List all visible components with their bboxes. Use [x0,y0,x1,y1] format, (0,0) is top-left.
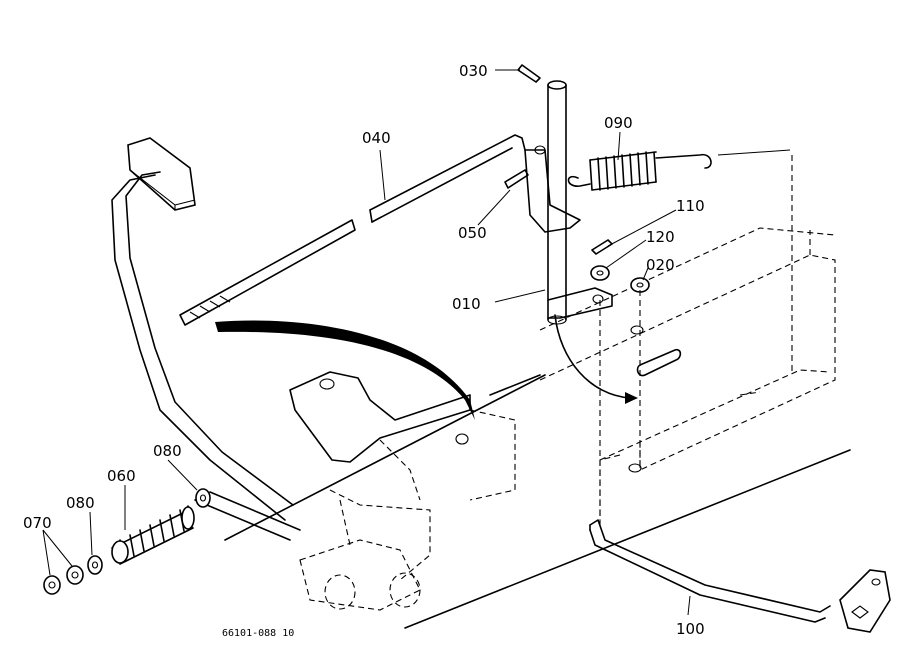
assembly-arrows [215,314,638,420]
part-010-shaft [524,80,613,325]
part-050-cotter [504,169,529,189]
slot-holes [628,325,682,473]
part-080-washer-b [87,555,103,575]
part-120-washer [590,265,610,281]
part-070-nuts [43,565,84,595]
leader-lines [42,69,691,616]
label-090: 090 [604,114,633,132]
label-040: 040 [362,129,391,147]
label-060: 060 [107,467,136,485]
label-120: 120 [646,228,675,246]
label-020: 020 [646,256,675,274]
part-030-pin [517,64,541,83]
label-080-top: 080 [153,442,182,460]
part-100-rod [589,519,891,633]
part-080-washer-a [195,488,211,508]
part-110-clip [591,239,613,255]
frame-outline [224,227,851,629]
part-040-rod [179,134,526,326]
label-050: 050 [458,224,487,242]
label-030: 030 [459,62,488,80]
label-110: 110 [676,197,705,215]
part-labels: 030 040 050 010 090 110 120 020 100 080 … [23,62,705,639]
part-060-spring [111,491,301,565]
drawing-code: 66101-088 10 [222,628,294,639]
label-100: 100 [676,620,705,638]
label-070: 070 [23,514,52,532]
part-020-washer [630,277,650,293]
brake-pedal [111,137,294,521]
label-010: 010 [452,295,481,313]
label-080-bottom: 080 [66,494,95,512]
part-090-spring [567,151,712,191]
alignment-lines [599,149,793,530]
